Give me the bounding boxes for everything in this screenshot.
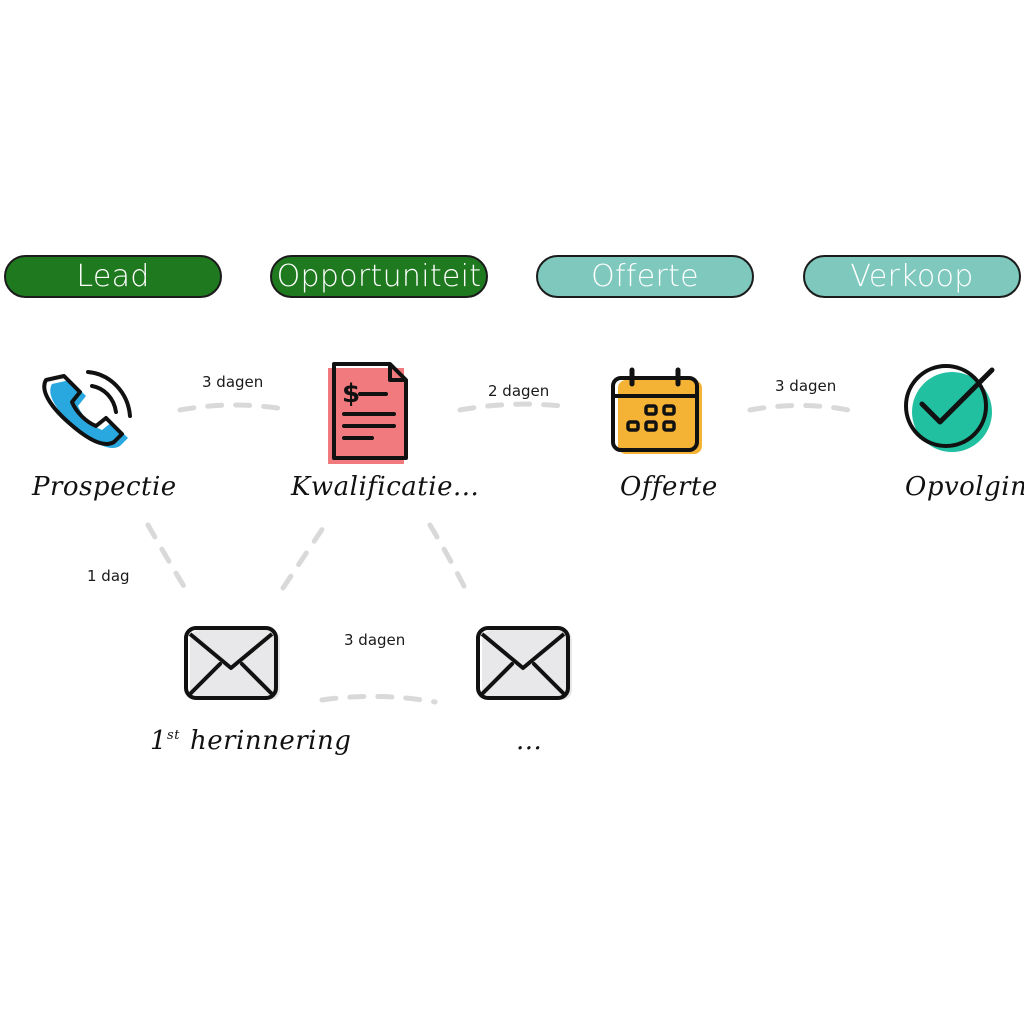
stage-opportuniteit: Opportuniteit [270, 255, 488, 298]
edge-label-prospectie-herinnering: 1 dag [87, 567, 130, 585]
connector-prospectie-herinnering [145, 522, 188, 591]
connector-kwalificatie-offerte [457, 401, 573, 413]
stage-verkoop: Verkoop [803, 255, 1021, 298]
phone-icon [42, 370, 132, 448]
node-label-offerte: Offerte [620, 472, 718, 502]
edge-label-kwalificatie-offerte: 2 dagen [488, 382, 550, 400]
connector-offerte-opvolging [747, 402, 861, 415]
invoice-document-icon: $ [328, 362, 408, 464]
edge-label-prospectie-kwalificatie: 3 dagen [202, 373, 264, 391]
connector-kwalificatie-more [427, 522, 468, 591]
edge-label-herinnering-more: 3 dagen [344, 631, 406, 649]
edge-label-offerte-opvolging: 3 dagen [775, 377, 837, 395]
envelope-icon [476, 626, 572, 700]
envelope-icon [184, 626, 280, 700]
node-label-opvolging: Opvolging [905, 472, 1024, 502]
svg-text:$: $ [342, 379, 360, 409]
calendar-icon [611, 367, 702, 454]
herinnering-ordinal: st [167, 728, 180, 744]
node-label-kwalificatie: Kwalificatie... [291, 472, 480, 502]
check-circle-icon [904, 364, 995, 452]
connector-herinnering-more [319, 693, 438, 705]
connector-prospectie-kwalificatie [177, 402, 293, 413]
node-label-herinnering: 1st herinnering [150, 726, 351, 756]
stage-offerte: Offerte [536, 255, 754, 298]
stage-lead: Lead [4, 255, 222, 298]
herinnering-text: herinnering [189, 726, 352, 756]
herinnering-number: 1 [150, 726, 168, 756]
connector-herinnering-kwalificatie [280, 522, 328, 591]
node-label-more: ... [516, 726, 543, 756]
node-label-prospectie: Prospectie [32, 472, 177, 502]
